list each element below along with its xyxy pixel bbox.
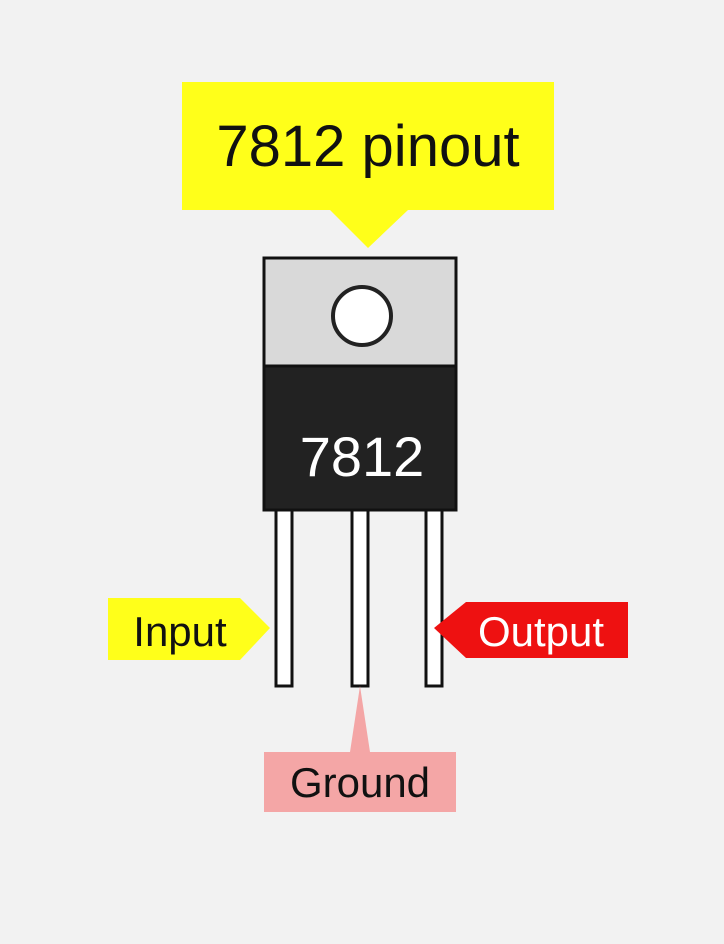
output-label: Output — [478, 608, 604, 655]
output-callout-shape — [434, 602, 628, 658]
input-callout: Input — [108, 598, 270, 660]
ground-pin — [350, 508, 370, 688]
input-callout-shape — [108, 598, 270, 660]
output-callout: Output — [434, 602, 628, 658]
ground-label: Ground — [290, 759, 430, 806]
input-label: Input — [133, 608, 227, 655]
regulator-body — [262, 364, 458, 512]
mounting-hole — [331, 285, 393, 347]
title-callout: 7812 pinout — [182, 82, 554, 248]
title-callout-shape — [182, 82, 554, 248]
title-text: 7812 pinout — [216, 114, 519, 179]
ground-callout-shape — [264, 686, 456, 812]
ground-callout: Ground — [264, 686, 456, 812]
input-pin — [274, 508, 294, 688]
chip-label: 7812 — [300, 425, 425, 488]
output-pin — [424, 508, 444, 688]
